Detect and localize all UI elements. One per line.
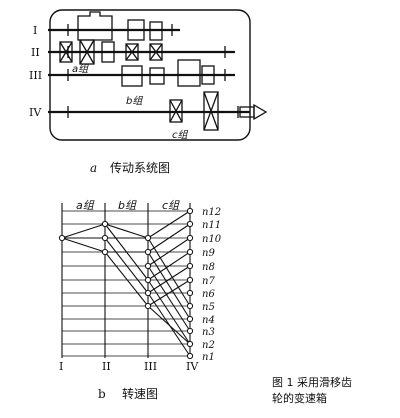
group-label-b: b组 bbox=[126, 95, 143, 107]
figure-caption-line2: 轮的变速箱 bbox=[272, 391, 327, 405]
speed-label-n12: n12 bbox=[202, 207, 221, 218]
ratio-line-9 bbox=[104, 251, 149, 307]
speed-node-21 bbox=[186, 340, 194, 348]
speed-label-n2: n2 bbox=[202, 340, 215, 351]
speed-node-10 bbox=[144, 302, 152, 310]
sliding-gear-block-a bbox=[59, 39, 163, 65]
speed-node-22 bbox=[186, 352, 194, 360]
ratio-line-15 bbox=[147, 265, 191, 332]
column-header-c: c组 bbox=[162, 199, 180, 212]
speed-node-5 bbox=[144, 234, 152, 242]
ratio-line-3 bbox=[61, 237, 106, 253]
speed-node-1 bbox=[58, 234, 66, 242]
shaft-label-III: III bbox=[29, 69, 42, 82]
speed-grid bbox=[61, 203, 191, 358]
speed-node-14 bbox=[186, 248, 194, 256]
speed-node-6 bbox=[144, 248, 152, 256]
speed-label-n11: n11 bbox=[202, 220, 221, 231]
shaft-label-I: I bbox=[33, 24, 37, 37]
ratio-line-10 bbox=[147, 210, 191, 239]
speed-node-9 bbox=[144, 289, 152, 297]
ratio-line-11 bbox=[147, 237, 191, 307]
speed-label-n5: n5 bbox=[202, 302, 215, 313]
ratio-line-17 bbox=[147, 279, 191, 345]
column-header-a: a组 bbox=[76, 199, 95, 212]
group-label-c: c组 bbox=[172, 129, 188, 141]
ratio-line-4 bbox=[104, 223, 149, 239]
speed-node-7 bbox=[144, 262, 152, 270]
speed-label-n4: n4 bbox=[202, 315, 215, 326]
speed-node-19 bbox=[186, 315, 194, 323]
speed-shaft-label-I: I bbox=[59, 360, 63, 373]
ratio-line-21 bbox=[147, 305, 191, 345]
ratio-line-8 bbox=[104, 237, 149, 294]
speed-label-n1: n1 bbox=[202, 352, 215, 363]
speed-nodes bbox=[58, 207, 194, 360]
speed-diagram: a组 b组 c组 I II III IV n12 n11 n10 n9 n8 n… bbox=[58, 199, 222, 401]
speed-node-16 bbox=[186, 276, 194, 284]
output-spindle bbox=[239, 103, 268, 121]
speed-shaft-label-III: III bbox=[144, 360, 157, 373]
speed-node-12 bbox=[186, 220, 194, 228]
caption-a-letter: a bbox=[90, 161, 97, 175]
ratio-line-1 bbox=[61, 223, 106, 239]
caption-a-text: 传动系统图 bbox=[110, 160, 170, 175]
sliding-gear-block-c bbox=[169, 91, 219, 131]
speed-label-n7: n7 bbox=[202, 276, 215, 287]
ratio-line-20 bbox=[147, 279, 191, 307]
speed-label-n9: n9 bbox=[202, 248, 215, 259]
speed-node-2 bbox=[101, 220, 109, 228]
speed-label-n8: n8 bbox=[202, 262, 215, 273]
speed-shaft-label-IV: IV bbox=[186, 360, 199, 373]
shaft-label-IV: IV bbox=[29, 106, 42, 119]
speed-label-n3: n3 bbox=[202, 327, 215, 338]
speed-node-8 bbox=[144, 276, 152, 284]
speed-node-17 bbox=[186, 289, 194, 297]
speed-label-n6: n6 bbox=[202, 289, 215, 300]
gears-shaft-III bbox=[121, 59, 215, 87]
speed-node-15 bbox=[186, 262, 194, 270]
speed-labels: n12 n11 n10 n9 n8 n7 n6 n5 n4 n3 n2 n1 bbox=[202, 207, 222, 363]
ratio-line-14 bbox=[147, 237, 191, 267]
ratio-line-7 bbox=[104, 223, 149, 281]
group-label-a: a组 bbox=[72, 63, 89, 75]
transmission-diagram: I II III IV a组 b组 bbox=[29, 9, 268, 175]
speed-node-18 bbox=[186, 302, 194, 310]
bearings bbox=[67, 24, 239, 118]
gears-shaft-I bbox=[77, 11, 163, 41]
ratio-line-12 bbox=[147, 223, 191, 253]
speed-shaft-label-II: II bbox=[102, 360, 111, 373]
figure-caption-line1: 图 1 采用滑移齿 bbox=[272, 376, 352, 389]
ratio-line-13 bbox=[147, 251, 191, 320]
shaft-label-II: II bbox=[31, 46, 40, 59]
speed-node-3 bbox=[101, 234, 109, 242]
ratio-line-18 bbox=[147, 265, 191, 294]
speed-node-4 bbox=[101, 248, 109, 256]
caption-b-text: 转速图 bbox=[122, 386, 158, 401]
speed-label-n10: n10 bbox=[202, 234, 222, 245]
speed-ratio-lines bbox=[61, 210, 191, 357]
caption-b-letter: b bbox=[98, 387, 106, 401]
speed-node-20 bbox=[186, 327, 194, 335]
speed-node-11 bbox=[186, 207, 194, 215]
speed-node-13 bbox=[186, 234, 194, 242]
ratio-line-16 bbox=[147, 251, 191, 281]
column-header-b: b组 bbox=[118, 199, 137, 212]
